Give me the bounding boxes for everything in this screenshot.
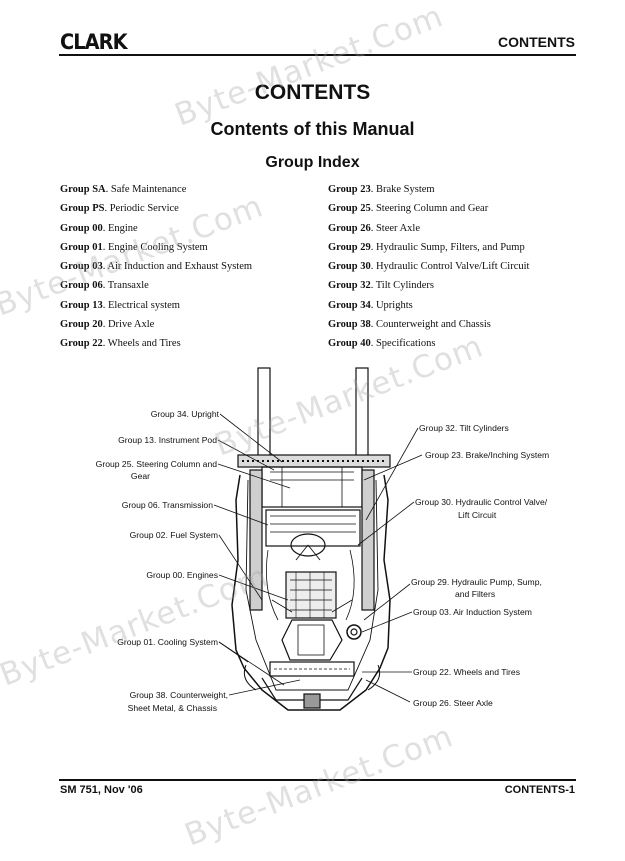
group-number: Group PS: [60, 203, 105, 215]
page-number: CONTENTS-1: [504, 784, 575, 796]
group-number: Group 40: [328, 338, 371, 350]
group-name: Steering Column and Gear: [375, 203, 489, 215]
leader-lines: [213, 413, 423, 703]
label-transmission: Group 06. Transmission: [122, 500, 213, 510]
page-title: CONTENTS: [254, 81, 371, 104]
label-fuel-system: Group 02. Fuel System: [130, 530, 218, 540]
label-cooling-system: Group 01. Cooling System: [117, 637, 218, 647]
clark-logo: CLARK: [60, 30, 128, 54]
group-name: Tilt Cylinders: [375, 280, 435, 292]
label-steer-axle: Group 26. Steer Axle: [413, 698, 493, 708]
group-index-item[interactable]: Group 06. Transaxle: [60, 280, 149, 292]
group-number: Group 29: [328, 241, 371, 253]
label-lift-circuit: Lift Circuit: [458, 510, 497, 520]
group-index-left-column: Group SA. Safe Maintenance Group PS. Per…: [60, 182, 252, 356]
group-index-item[interactable]: Group 34. Uprights: [328, 299, 413, 311]
group-number: Group 30: [328, 261, 371, 273]
label-counterweight: Group 38. Counterweight,: [130, 690, 228, 700]
group-number: Group 34: [328, 299, 371, 311]
watermark: Byte-Market.Com: [170, 0, 449, 134]
group-number: Group 38: [328, 319, 371, 331]
label-upright: Group 34. Upright: [151, 409, 220, 419]
label-brake-inching: Group 23. Brake/Inching System: [425, 450, 549, 460]
group-number: Group 01: [60, 241, 103, 253]
group-name: Counterweight and Chassis: [375, 319, 491, 331]
label-wheels-tires: Group 22. Wheels and Tires: [413, 667, 520, 677]
group-number: Group 13: [60, 299, 103, 311]
group-index-item[interactable]: Group 26. Steer Axle: [328, 222, 420, 234]
group-name: Uprights: [375, 299, 413, 311]
group-number: Group SA: [60, 184, 106, 195]
group-index-item[interactable]: Group 30. Hydraulic Control Valve/Lift C…: [328, 261, 530, 273]
group-name: Steer Axle: [375, 222, 420, 234]
group-index-item[interactable]: Group 32. Tilt Cylinders: [328, 280, 435, 292]
group-index-item[interactable]: Group 22. Wheels and Tires: [60, 338, 181, 350]
label-instrument-pod: Group 13. Instrument Pod: [118, 435, 217, 445]
group-name: Safe Maintenance: [110, 184, 187, 195]
label-hydraulic-filters: and Filters: [455, 589, 495, 599]
group-index-item[interactable]: Group 03. Air Induction and Exhaust Syst…: [60, 261, 253, 273]
group-name: Air Induction and Exhaust System: [107, 261, 253, 273]
group-index-heading: Group Index: [265, 154, 360, 171]
header-section-title: CONTENTS: [498, 34, 575, 50]
group-name: Engine Cooling System: [107, 241, 208, 253]
group-name: Transaxle: [107, 280, 149, 292]
manual-revision: SM 751, Nov '06: [60, 784, 143, 796]
group-index-item[interactable]: Group SA. Safe Maintenance: [60, 184, 187, 195]
group-name: Hydraulic Control Valve/Lift Circuit: [375, 261, 530, 273]
group-number: Group 03: [60, 261, 103, 273]
group-number: Group 00: [60, 222, 103, 234]
group-number: Group 26: [328, 222, 371, 234]
group-name: Drive Axle: [107, 319, 155, 331]
group-name: Specifications: [375, 338, 436, 350]
label-air-induction: Group 03. Air Induction System: [413, 607, 532, 617]
group-number: Group 32: [328, 280, 371, 292]
footer-rule: [59, 779, 576, 781]
group-number: Group 23: [328, 184, 371, 195]
label-hydraulic-pump: Group 29. Hydraulic Pump, Sump,: [411, 577, 542, 587]
group-index-item[interactable]: Group 00. Engine: [60, 222, 138, 234]
label-steering-column: Group 25. Steering Column and: [96, 459, 218, 469]
diagram-labels-left: Group 34. Upright Group 13. Instrument P…: [96, 409, 228, 713]
label-steering-gear: Gear: [131, 471, 150, 481]
forklift-diagram: Group 34. Upright Group 13. Instrument P…: [96, 367, 549, 713]
label-sheet-metal-chassis: Sheet Metal, & Chassis: [128, 703, 217, 713]
header-rule: [59, 54, 576, 56]
diagram-labels-right: Group 32. Tilt Cylinders Group 23. Brake…: [411, 423, 549, 708]
group-index-item[interactable]: Group PS. Periodic Service: [60, 203, 179, 215]
forklift-drawing: [231, 367, 391, 711]
group-number: Group 06: [60, 280, 103, 292]
group-name: Brake System: [375, 184, 435, 195]
label-control-valve: Group 30. Hydraulic Control Valve/: [415, 497, 548, 507]
group-index-item[interactable]: Group 20. Drive Axle: [60, 319, 155, 331]
group-index-item[interactable]: Group 40. Specifications: [328, 338, 436, 350]
label-engines: Group 00. Engines: [146, 570, 218, 580]
group-index-item[interactable]: Group 23. Brake System: [328, 184, 435, 195]
manual-contents-heading: Contents of this Manual: [210, 119, 415, 139]
group-index-right-column: Group 23. Brake System Group 25. Steerin…: [328, 182, 529, 356]
group-number: Group 22: [60, 338, 103, 350]
label-tilt-cylinders: Group 32. Tilt Cylinders: [419, 423, 509, 433]
group-index-item[interactable]: Group 13. Electrical system: [60, 299, 180, 311]
group-index-item[interactable]: Group 29. Hydraulic Sump, Filters, and P…: [328, 241, 525, 253]
group-name: Wheels and Tires: [107, 338, 181, 350]
group-index-item[interactable]: Group 25. Steering Column and Gear: [328, 203, 489, 215]
group-number: Group 20: [60, 319, 103, 331]
group-name: Hydraulic Sump, Filters, and Pump: [375, 241, 525, 253]
group-number: Group 25: [328, 203, 371, 215]
group-name: Electrical system: [107, 299, 180, 311]
group-name: Engine: [107, 222, 138, 234]
group-index-item[interactable]: Group 38. Counterweight and Chassis: [328, 319, 491, 331]
group-index-item[interactable]: Group 01. Engine Cooling System: [60, 241, 208, 253]
group-name: Periodic Service: [109, 203, 179, 215]
